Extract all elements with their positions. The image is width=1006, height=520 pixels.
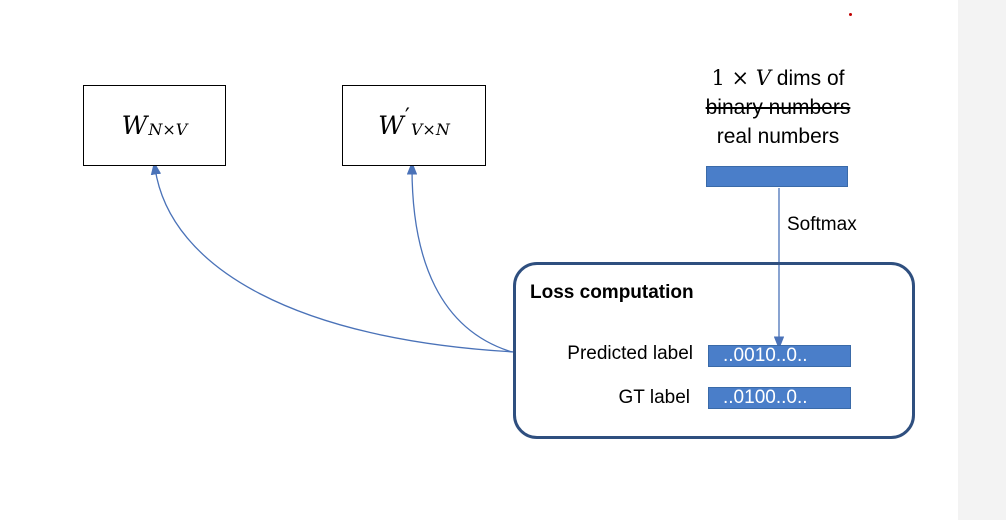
predicted-label-text: Predicted label bbox=[567, 343, 693, 364]
edge-loss-to-w bbox=[150, 161, 516, 353]
matrix-w-prime-symbol: W bbox=[378, 111, 404, 140]
gt-label-bar: ..0100..0.. bbox=[708, 387, 851, 409]
dims-replacement-text: real numbers bbox=[716, 125, 840, 148]
predicted-label-bar: ..0010..0.. bbox=[708, 345, 851, 367]
gt-label-text: GT label bbox=[618, 387, 690, 408]
side-panel-strip bbox=[958, 0, 1006, 520]
matrix-w-prime-mark: ′ bbox=[404, 105, 410, 130]
dims-line-1: 1 × V dims of bbox=[668, 64, 888, 93]
loss-title: Loss computation bbox=[530, 282, 694, 303]
softmax-label: Softmax bbox=[787, 214, 857, 235]
output-vector-bar bbox=[706, 166, 848, 187]
matrix-w-symbol: W bbox=[121, 111, 148, 140]
dims-struck-text: binary numbers bbox=[705, 96, 851, 119]
matrix-w-prime-node: W′V×N bbox=[342, 85, 486, 166]
dims-math: 1 × bbox=[711, 66, 756, 90]
red-marker-dot bbox=[849, 13, 852, 16]
dims-var: V bbox=[755, 66, 771, 90]
edge-loss-to-w-prime bbox=[406, 161, 513, 353]
matrix-w-prime-subscript: V×N bbox=[410, 120, 450, 139]
loss-computation-box bbox=[513, 262, 915, 439]
output-dims-label: 1 × V dims of binary numbers real number… bbox=[668, 64, 888, 151]
matrix-w-subscript: N×V bbox=[148, 120, 188, 139]
dims-suffix: dims of bbox=[770, 67, 845, 90]
